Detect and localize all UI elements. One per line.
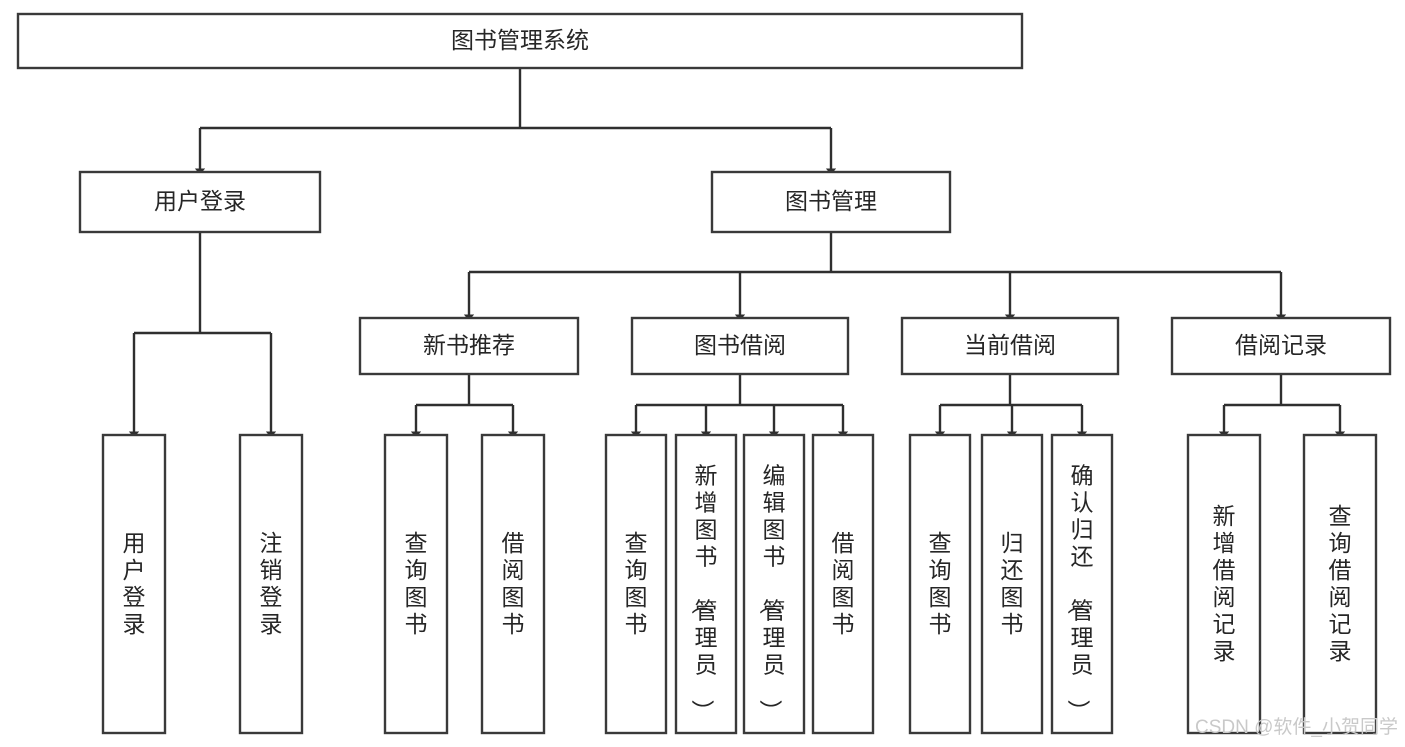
- node-label-leaf-add-record: 新增借阅记录: [1213, 503, 1236, 664]
- node-user-login[interactable]: 用户登录: [78, 170, 322, 234]
- node-box-leaf-edit-book[interactable]: [742, 433, 806, 735]
- node-label-new-book-recommend: 新书推荐: [423, 332, 515, 358]
- node-label-leaf-borrow-book-1: 借阅图书: [502, 530, 525, 637]
- node-label-leaf-query-book-2: 查询图书: [625, 530, 648, 637]
- node-box-root[interactable]: [16, 12, 1024, 70]
- node-box-leaf-user-login[interactable]: [101, 433, 167, 735]
- node-leaf-logout-login[interactable]: 注销登录: [238, 433, 304, 735]
- node-box-new-book-recommend[interactable]: [358, 316, 580, 376]
- node-label-leaf-borrow-book-2: 借阅图书: [832, 530, 855, 637]
- node-label-leaf-query-book-1: 查询图书: [405, 530, 428, 637]
- node-box-leaf-confirm-return[interactable]: [1050, 433, 1114, 735]
- node-leaf-borrow-book-1[interactable]: 借阅图书: [480, 433, 546, 735]
- node-label-leaf-edit-book: 编辑图书（管理员）: [758, 463, 786, 723]
- node-book-manage[interactable]: 图书管理: [710, 170, 952, 234]
- node-label-book-manage: 图书管理: [785, 188, 877, 214]
- node-box-leaf-logout-login[interactable]: [238, 433, 304, 735]
- node-leaf-return-book[interactable]: 归还图书: [980, 433, 1044, 735]
- node-boxes: 图书管理系统用户登录图书管理新书推荐图书借阅当前借阅借阅记录用户登录注销登录查询…: [16, 12, 1392, 735]
- node-label-root: 图书管理系统: [451, 27, 589, 53]
- node-leaf-add-book[interactable]: 新增图书（管理员）: [674, 433, 738, 735]
- node-leaf-query-book-2[interactable]: 查询图书: [604, 433, 668, 735]
- node-box-leaf-query-book-1[interactable]: [383, 433, 449, 735]
- node-box-book-manage[interactable]: [710, 170, 952, 234]
- node-label-leaf-query-record: 查询借阅记录: [1329, 503, 1352, 664]
- node-leaf-query-record[interactable]: 查询借阅记录: [1302, 433, 1378, 735]
- node-root[interactable]: 图书管理系统: [16, 12, 1024, 70]
- node-box-leaf-return-book[interactable]: [980, 433, 1044, 735]
- node-label-leaf-user-login: 用户登录: [123, 530, 146, 637]
- node-box-leaf-borrow-book-1[interactable]: [480, 433, 546, 735]
- node-box-leaf-query-record[interactable]: [1302, 433, 1378, 735]
- node-box-leaf-query-book-3[interactable]: [908, 433, 972, 735]
- node-box-leaf-query-book-2[interactable]: [604, 433, 668, 735]
- node-book-borrow[interactable]: 图书借阅: [630, 316, 850, 376]
- node-leaf-query-book-3[interactable]: 查询图书: [908, 433, 972, 735]
- node-label-borrow-record: 借阅记录: [1235, 332, 1327, 358]
- csdn-watermark: CSDN @软件_小贺同学: [1195, 716, 1398, 738]
- node-box-current-borrow[interactable]: [900, 316, 1120, 376]
- node-label-current-borrow: 当前借阅: [964, 332, 1056, 358]
- node-box-book-borrow[interactable]: [630, 316, 850, 376]
- node-label-leaf-return-book: 归还图书: [1001, 530, 1024, 637]
- node-leaf-edit-book[interactable]: 编辑图书（管理员）: [742, 433, 806, 735]
- node-borrow-record[interactable]: 借阅记录: [1170, 316, 1392, 376]
- node-leaf-add-record[interactable]: 新增借阅记录: [1186, 433, 1262, 735]
- node-label-leaf-add-book: 新增图书（管理员）: [690, 463, 718, 723]
- node-label-leaf-query-book-3: 查询图书: [929, 530, 952, 637]
- node-leaf-query-book-1[interactable]: 查询图书: [383, 433, 449, 735]
- node-box-leaf-add-record[interactable]: [1186, 433, 1262, 735]
- node-label-leaf-logout-login: 注销登录: [260, 530, 283, 637]
- node-leaf-user-login[interactable]: 用户登录: [101, 433, 167, 735]
- node-label-user-login: 用户登录: [154, 188, 246, 214]
- node-label-book-borrow: 图书借阅: [694, 332, 786, 358]
- node-box-user-login[interactable]: [78, 170, 322, 234]
- node-box-borrow-record[interactable]: [1170, 316, 1392, 376]
- node-label-leaf-confirm-return: 确认归还（管理员）: [1066, 463, 1094, 723]
- node-current-borrow[interactable]: 当前借阅: [900, 316, 1120, 376]
- node-box-leaf-borrow-book-2[interactable]: [811, 433, 875, 735]
- node-box-leaf-add-book[interactable]: [674, 433, 738, 735]
- node-new-book-recommend[interactable]: 新书推荐: [358, 316, 580, 376]
- node-leaf-confirm-return[interactable]: 确认归还（管理员）: [1050, 433, 1114, 735]
- connector-lines: [128, 68, 1346, 438]
- node-leaf-borrow-book-2[interactable]: 借阅图书: [811, 433, 875, 735]
